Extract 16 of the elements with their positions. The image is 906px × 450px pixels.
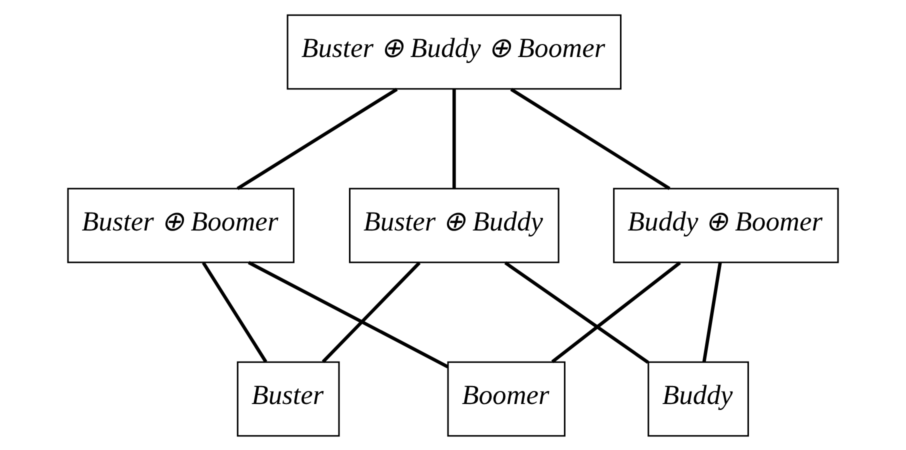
connector xyxy=(322,261,421,362)
node-box: Buster ⊕ Boomer xyxy=(67,187,294,263)
connector xyxy=(551,260,681,363)
node-box: Buddy ⊕ Boomer xyxy=(613,187,839,263)
node-box: Buddy xyxy=(648,360,749,436)
connector xyxy=(702,262,722,362)
connector xyxy=(452,88,456,188)
node-box: Buster ⊕ Buddy ⊕ Boomer xyxy=(286,14,622,90)
node-box: Boomer xyxy=(447,360,566,436)
node-box: Buster xyxy=(236,360,340,436)
connector xyxy=(504,260,649,364)
connector xyxy=(510,87,670,190)
node-box: Buster ⊕ Buddy xyxy=(348,187,560,263)
connector xyxy=(248,260,449,368)
connector xyxy=(202,261,268,362)
connector xyxy=(236,87,398,190)
